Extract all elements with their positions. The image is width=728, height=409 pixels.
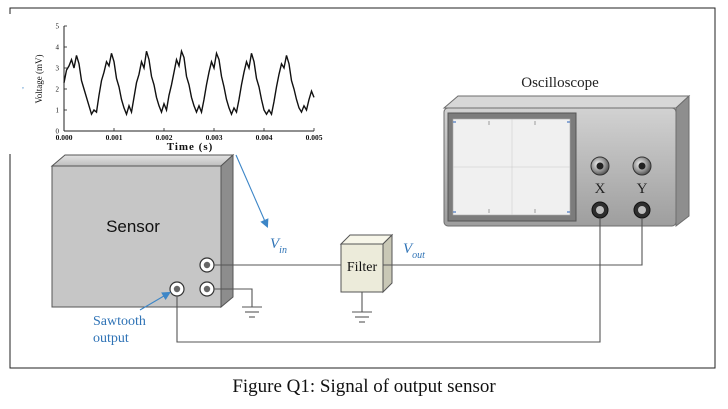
vin-label: Vin <box>270 236 287 256</box>
sensor-front <box>51 165 222 308</box>
channel-x-input-jack[interactable] <box>591 201 609 219</box>
plot-x-tick-label: 0.004 <box>256 133 273 142</box>
plot-x-tick-label: 0.005 <box>306 133 323 142</box>
sawtooth-label-line1: Sawtooth <box>93 314 146 329</box>
wire-sensor-ground <box>214 288 253 307</box>
channel-y-knob[interactable] <box>632 156 652 176</box>
plot-series-line <box>63 48 315 117</box>
plot-x-tick-label: 0.002 <box>156 133 173 142</box>
plot-to-vin-arrow <box>235 154 269 229</box>
wire-vout <box>383 218 643 266</box>
plot-y-tick-label: 2 <box>56 86 60 94</box>
sensor-vin-jack[interactable] <box>199 257 215 273</box>
oscilloscope: Oscilloscope X Y <box>442 75 691 228</box>
filter-label: Filter <box>347 260 378 275</box>
wires <box>176 218 643 343</box>
plot-x-label: Time (s) <box>167 141 214 153</box>
sawtooth-arrow <box>139 291 171 311</box>
plot-y-tick-label: 1 <box>56 107 60 115</box>
signal-plot: 0 1 2 3 4 5 0.000 0.001 0.002 0.003 0.004 0.005 Vo… <box>7 14 324 154</box>
channel-y-label: Y <box>637 181 648 197</box>
plot-stray-mark: , <box>22 81 24 90</box>
figure-caption: Figure Q1: Signal of output sensor <box>232 376 496 397</box>
plot-x-tick-label: 0.000 <box>56 133 73 142</box>
channel-x-label: X <box>595 181 606 197</box>
oscilloscope-label: Oscilloscope <box>521 75 599 91</box>
vout-label: Vout <box>403 241 425 261</box>
sensor-ground-jack[interactable] <box>199 281 215 297</box>
plot-x-ticks: 0.000 0.001 0.002 0.003 0.004 0.005 <box>56 128 323 142</box>
oscilloscope-graticule <box>453 119 570 215</box>
ground-symbol-sensor <box>242 306 262 318</box>
channel-x-knob[interactable] <box>590 156 610 176</box>
plot-x-tick-label: 0.003 <box>206 133 223 142</box>
plot-y-label: Voltage (mV) <box>34 54 44 103</box>
wire-sawtooth <box>176 218 601 343</box>
plot-y-tick-label: 3 <box>56 65 60 73</box>
plot-y-tick-label: 0 <box>56 128 60 136</box>
sensor-label: Sensor <box>106 217 160 236</box>
plot-y-ticks: 0 1 2 3 4 5 <box>56 23 67 136</box>
plot-y-tick-label: 4 <box>56 44 60 52</box>
sensor-box: Sensor <box>50 153 235 309</box>
sawtooth-label-line2: output <box>93 331 129 346</box>
plot-x-tick-label: 0.001 <box>106 133 123 142</box>
filter-box: Filter <box>339 233 394 294</box>
sensor-sawtooth-jack[interactable] <box>169 281 185 297</box>
channel-y-input-jack[interactable] <box>633 201 651 219</box>
ground-symbol-filter <box>352 311 372 323</box>
plot-y-tick-label: 5 <box>56 23 60 31</box>
